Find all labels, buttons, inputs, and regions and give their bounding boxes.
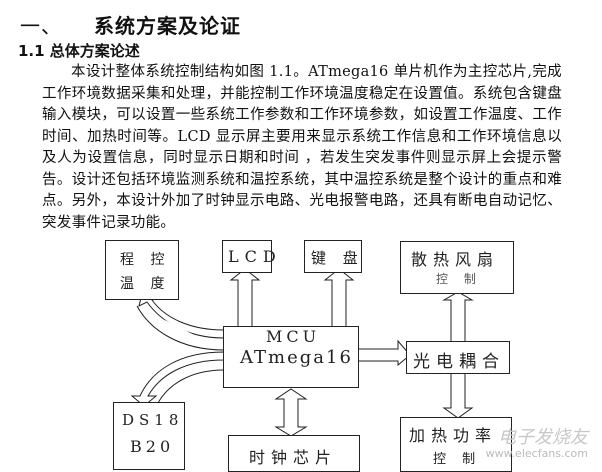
lcd-label: LCD [228,247,282,266]
arrow-mcu-to-lcd [229,268,261,328]
ds18b20-label-1: DS18 [122,411,184,429]
fan-label-1: 散热风扇 [411,250,500,269]
arrow-mcu-to-ds18b20 [130,351,225,407]
keyboard-label: 键 盘 [311,249,364,267]
body-paragraph: 本设计整体系统控制结构如图 1.1。ATmega16 单片机作为主控芯片,完成工… [42,64,562,231]
keyboard-box: 键 盘 [304,240,362,273]
lcd-box: LCD [222,240,276,273]
section-heading: 一、 系统方案及论证 [20,10,241,39]
program-temp-label-2: 温 度 [120,276,171,292]
mcu-box: MCU ATmega16 [223,326,359,388]
section-number: 一、 [20,14,62,38]
program-temp-box: 程 控 温 度 [105,240,179,300]
arrow-mcu-clock [274,388,308,437]
ds18b20-box: DS18 B20 [113,402,185,470]
clock-chip-label: 时钟芯片 [249,448,338,467]
fan-label-2: 控 制 [436,272,482,286]
section-title: 系统方案及论证 [94,14,241,38]
mcu-label: MCU [266,327,321,346]
arrow-mcu-to-opto [357,339,411,367]
watermark: 电子发烧友 www.elecfans.com [485,427,588,462]
mcu-model-label: ATmega16 [240,347,353,368]
arrow-opto-to-heater [442,371,474,419]
program-temp-label-1: 程 控 [120,252,171,268]
watermark-url: www.elecfans.com [485,447,588,460]
ds18b20-label-2: B20 [130,437,175,456]
watermark-logo-text: 电子发烧友 [498,427,588,448]
clock-chip-box: 时钟芯片 [228,435,360,472]
fan-control-box: 散热风扇 控 制 [400,241,514,294]
heater-label-1: 加热功率 [409,426,498,445]
subsection-heading: 1.1 总体方案论述 [18,42,140,60]
optocoupler-box: 光电耦合 [406,341,510,374]
arrow-opto-to-fan [442,291,474,343]
arrow-mcu-to-keyboard [323,268,355,328]
heater-control-box: 加热功率 控 制 [400,417,512,472]
heater-label-2: 控 制 [433,452,482,467]
optocoupler-label: 光电耦合 [413,352,505,372]
